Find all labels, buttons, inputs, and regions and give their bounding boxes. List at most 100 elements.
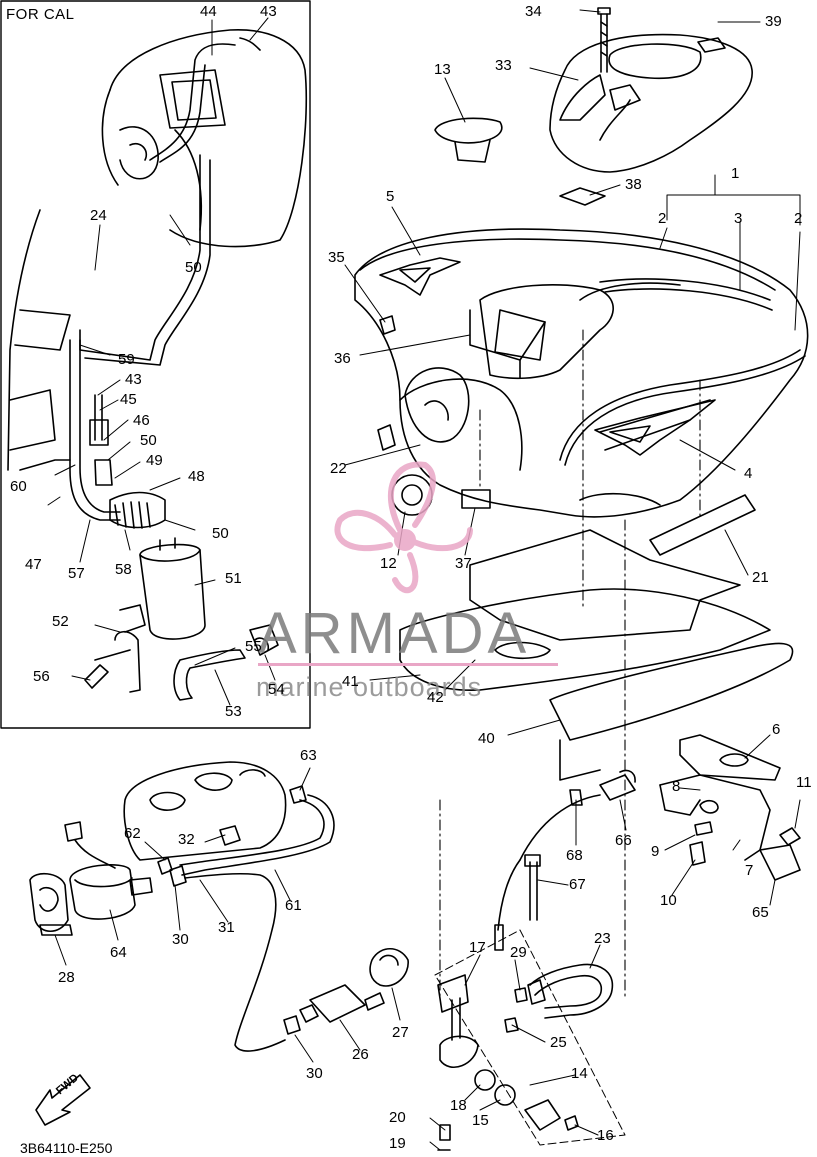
inset-breather-hose <box>79 37 261 366</box>
hose-31 <box>157 857 301 1052</box>
callout-9: 9 <box>651 843 660 860</box>
callout-23: 23 <box>594 930 611 947</box>
callout-27: 27 <box>392 1024 409 1041</box>
callout-17: 17 <box>469 939 486 956</box>
callout-35: 35 <box>328 249 345 266</box>
callout-38: 38 <box>625 176 642 193</box>
callout-31: 31 <box>218 919 235 936</box>
callout-45: 45 <box>120 391 137 408</box>
callout-58: 58 <box>115 561 132 578</box>
callout-13: 13 <box>434 61 451 78</box>
callout-54: 54 <box>268 681 285 698</box>
callout-20: 20 <box>389 1109 406 1126</box>
fuel-pump-64 <box>64 821 153 920</box>
tank-emblem-4 <box>594 399 716 456</box>
callout-18: 18 <box>450 1097 467 1114</box>
callout-42: 42 <box>427 689 444 706</box>
fuel-tank <box>354 228 809 518</box>
callout-3: 3 <box>734 210 743 227</box>
callout-12: 12 <box>380 555 397 572</box>
watermark-subtitle: marine outboards <box>256 672 483 702</box>
bracket-6 <box>679 734 781 781</box>
callout-34: 34 <box>525 3 542 20</box>
callout-50b: 50 <box>140 432 157 449</box>
callout-30b: 30 <box>306 1065 323 1082</box>
watermark-propeller-icon <box>334 461 473 594</box>
callout-30a: 30 <box>172 931 189 948</box>
bolts-8-9-10-11 <box>689 821 801 866</box>
tank-emblem-5 <box>379 257 461 296</box>
callout-53: 53 <box>225 703 242 720</box>
watermark-brand: ARMADA <box>258 601 531 666</box>
watermark-underline <box>258 663 558 666</box>
callout-10: 10 <box>660 892 677 909</box>
hose-23 <box>527 963 614 1019</box>
callout-25: 25 <box>550 1034 567 1051</box>
pads-12-37 <box>377 424 491 516</box>
callout-60: 60 <box>10 478 27 495</box>
tank-filler-opening <box>469 284 614 380</box>
callout-49: 49 <box>146 452 163 469</box>
callout-41: 41 <box>342 673 359 690</box>
callout-11: 11 <box>796 774 812 791</box>
callout-50c: 50 <box>212 525 229 542</box>
cap-13 <box>434 117 503 163</box>
fwd-arrow-icon <box>35 1074 91 1126</box>
callout-2b: 2 <box>794 210 803 227</box>
callout-8: 8 <box>672 778 681 795</box>
plate-38 <box>559 187 606 206</box>
callout-19: 19 <box>389 1135 406 1152</box>
callout-44: 44 <box>200 3 217 20</box>
callout-40: 40 <box>478 730 495 747</box>
for-cal-title: FOR CAL <box>6 6 75 23</box>
callout-33: 33 <box>495 57 512 74</box>
pump-bracket-28 <box>29 872 73 936</box>
callout-14: 14 <box>571 1065 588 1082</box>
callout-26: 26 <box>352 1046 369 1063</box>
lower-left-tank-view <box>123 761 287 861</box>
drawing-code: 3B64110-E250 <box>20 1140 113 1156</box>
callout-46: 46 <box>133 412 150 429</box>
callout-21: 21 <box>752 569 769 586</box>
callout-2a: 2 <box>658 210 667 227</box>
hose-61 <box>179 785 335 876</box>
callout-62: 62 <box>124 825 141 842</box>
callout-64: 64 <box>110 944 127 961</box>
inset-frame-lines <box>7 209 71 471</box>
callout-51: 51 <box>225 570 242 587</box>
clip-35 <box>379 315 396 335</box>
callout-63: 63 <box>300 747 317 764</box>
callout-29: 29 <box>510 944 527 961</box>
callout-65: 65 <box>752 904 769 921</box>
callout-43b: 43 <box>125 371 142 388</box>
screw-34 <box>597 7 611 73</box>
fuel-pump-27 <box>369 947 409 987</box>
fuel-filter-26 <box>299 984 385 1023</box>
for-cal-inset-frame <box>0 0 311 729</box>
callout-39: 39 <box>765 13 782 30</box>
callout-4: 4 <box>744 465 753 482</box>
callout-5: 5 <box>386 188 395 205</box>
callout-48: 48 <box>188 468 205 485</box>
callout-56: 56 <box>33 668 50 685</box>
callout-55: 55 <box>245 638 262 655</box>
damper-plates <box>399 494 794 781</box>
callout-57: 57 <box>68 565 85 582</box>
callout-15: 15 <box>472 1112 489 1129</box>
tank-side-recess <box>399 367 523 471</box>
callout-67: 67 <box>569 876 586 893</box>
fuel-cock-14 <box>434 929 626 1151</box>
callout-28: 28 <box>58 969 75 986</box>
callout-47: 47 <box>25 556 42 573</box>
inset-canister-51 <box>84 537 206 693</box>
inset-canister-hoses <box>69 339 166 529</box>
callout-16: 16 <box>597 1127 614 1144</box>
tank-cover-33 <box>549 33 753 173</box>
callout-leaders <box>47 9 801 1151</box>
callout-68: 68 <box>566 847 583 864</box>
dashed-leader-lines <box>439 329 701 1001</box>
callout-50: 50 <box>185 259 202 276</box>
callout-1: 1 <box>731 165 740 182</box>
inset-tank-outline <box>101 29 308 248</box>
